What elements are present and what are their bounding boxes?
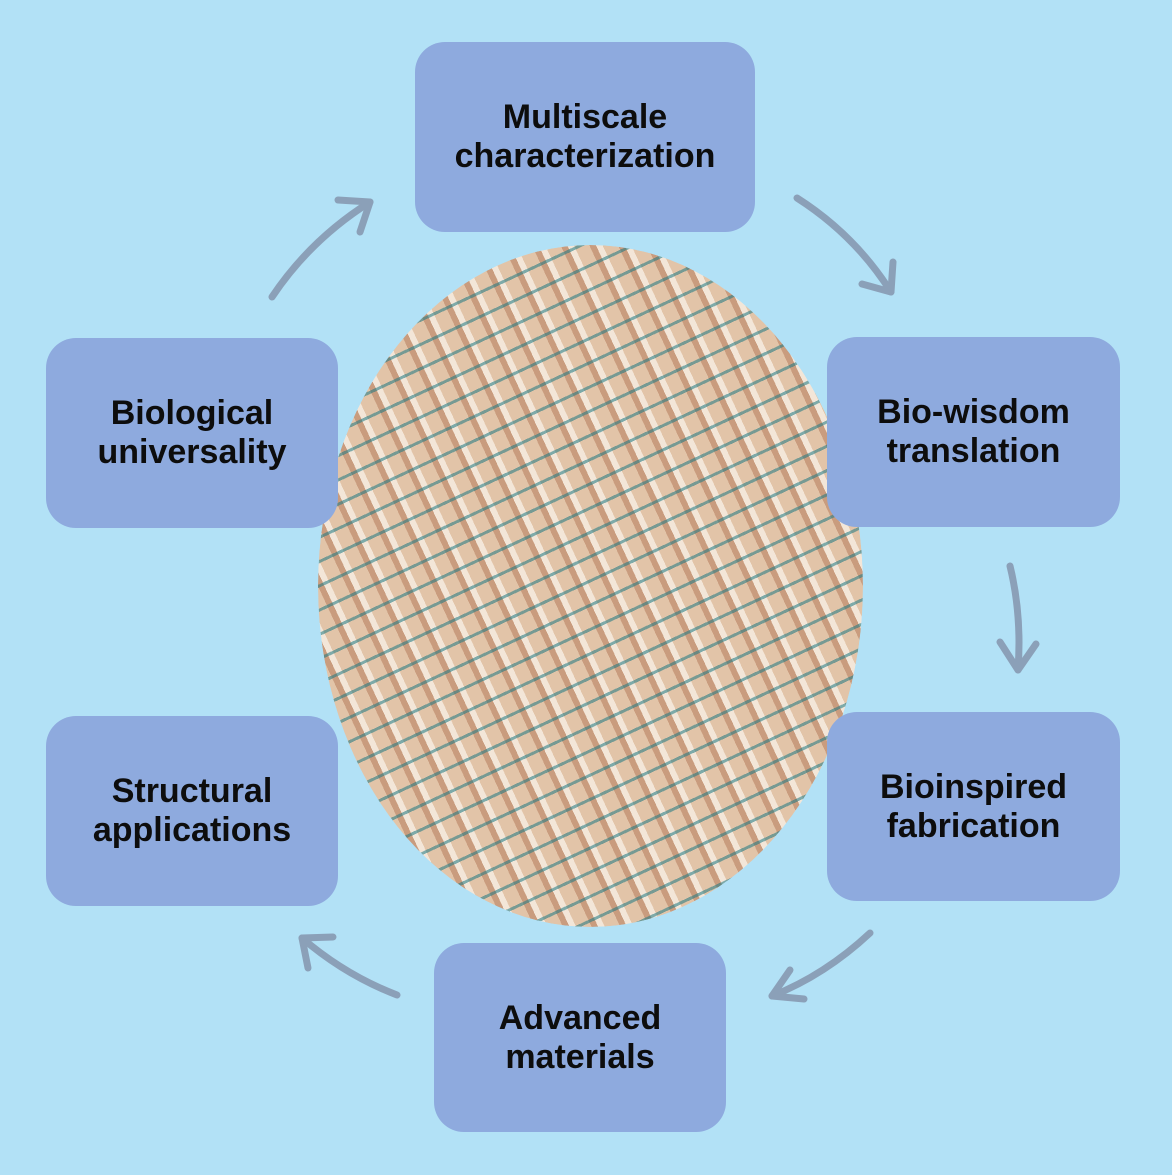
- arrow-biowisdom-to-bioinspired: [1006, 562, 1023, 674]
- node-advanced-materials: Advanced materials: [434, 943, 726, 1132]
- node-label: Bioinspired fabrication: [879, 767, 1068, 845]
- node-label: Biological universality: [97, 394, 287, 471]
- node-biological-universality: Biological universality: [46, 338, 338, 528]
- node-bioinspired-fabrication: Bioinspired fabrication: [827, 712, 1120, 901]
- arrow-advanced-to-structural: [298, 934, 401, 999]
- node-bio-wisdom-translation: Bio-wisdom translation: [827, 337, 1120, 527]
- arrow-multiscale-to-biowisdom: [793, 194, 895, 296]
- center-fiber-illustration: [318, 245, 863, 927]
- arrow-bioinspired-to-advanced: [768, 929, 874, 1000]
- node-label: Multiscale characterization: [454, 98, 716, 175]
- node-multiscale-characterization: Multiscale characterization: [415, 42, 755, 232]
- node-label: Bio-wisdom translation: [877, 393, 1070, 470]
- node-structural-applications: Structural applications: [46, 716, 338, 906]
- node-label: Advanced materials: [498, 998, 662, 1076]
- node-label: Structural applications: [92, 772, 292, 849]
- arrow-biological-to-multiscale: [268, 198, 374, 301]
